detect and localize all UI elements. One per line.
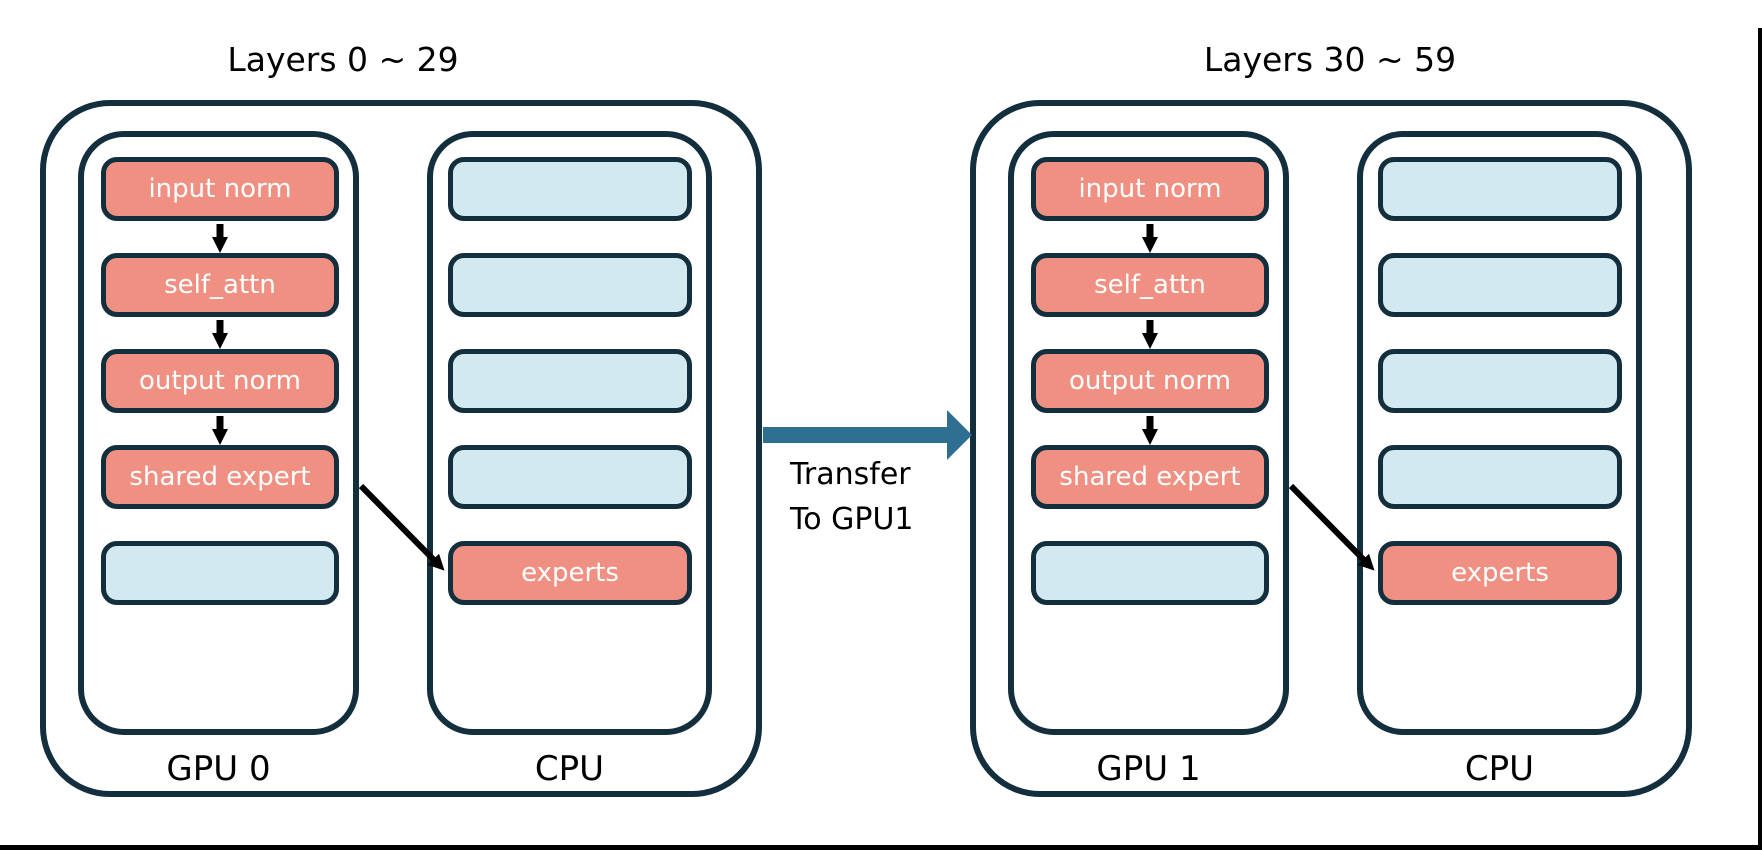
transfer-arrow-label-line2: To GPU1 [790, 502, 914, 537]
gpu0-box-input-norm: input norm [101, 157, 339, 221]
right-cpu-box-experts: experts [1378, 541, 1622, 605]
gpu0-container [78, 131, 359, 735]
gpu0-box-output-norm: output norm [101, 349, 339, 413]
left-cpu-box-experts: experts [448, 541, 692, 605]
left-cpu-box-empty-3 [448, 349, 692, 413]
right-cpu-label: CPU [1464, 749, 1535, 789]
left-diagram-title: Layers 0 ~ 29 [227, 40, 459, 79]
left-cpu-box-empty-1 [448, 157, 692, 221]
left-cpu-box-empty-4 [448, 445, 692, 509]
gpu1-label: GPU 1 [1096, 749, 1201, 789]
left-cpu-label: CPU [534, 749, 605, 789]
gpu0-box-self-attn: self_attn [101, 253, 339, 317]
right-cpu-box-empty-2 [1378, 253, 1622, 317]
gpu0-label: GPU 0 [166, 749, 271, 789]
left-cpu-container [427, 131, 712, 735]
transfer-arrow-label-line1: Transfer [790, 457, 911, 492]
left-cpu-box-empty-2 [448, 253, 692, 317]
gpu1-box-output-norm: output norm [1031, 349, 1269, 413]
gpu0-box-shared-expert: shared expert [101, 445, 339, 509]
gpu1-box-self-attn: self_attn [1031, 253, 1269, 317]
gpu1-box-input-norm: input norm [1031, 157, 1269, 221]
right-diagram-title: Layers 30 ~ 59 [1203, 40, 1457, 79]
right-cpu-box-empty-4 [1378, 445, 1622, 509]
gpu1-container [1008, 131, 1289, 735]
transfer-arrow-label: Transfer To GPU1 [790, 452, 914, 542]
frame-bottom-border [0, 845, 1762, 850]
gpu0-box-empty [101, 541, 339, 605]
gpu1-box-empty [1031, 541, 1269, 605]
frame-right-border [1758, 28, 1762, 850]
right-cpu-box-empty-1 [1378, 157, 1622, 221]
right-cpu-box-empty-3 [1378, 349, 1622, 413]
gpu1-box-shared-expert: shared expert [1031, 445, 1269, 509]
right-cpu-container [1357, 131, 1642, 735]
